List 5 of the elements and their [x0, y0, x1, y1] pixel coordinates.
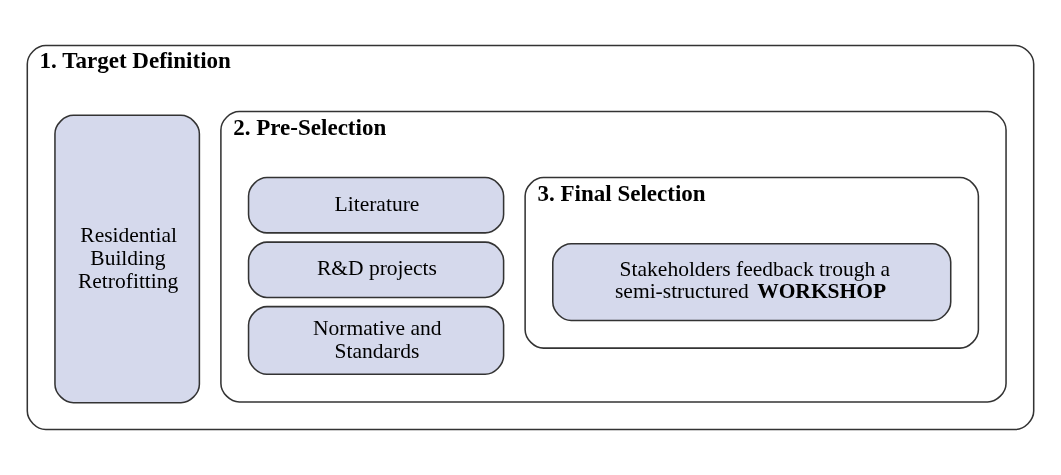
node-box: Normative and Standards	[247, 305, 505, 375]
node-box: Stakeholders feedback trough a semi-structured WORKSHOP	[552, 242, 952, 322]
node-box: Residential Building Retrofitting	[54, 114, 201, 404]
node-box: R&D projects	[247, 241, 505, 299]
node-box: Literature	[247, 176, 505, 234]
